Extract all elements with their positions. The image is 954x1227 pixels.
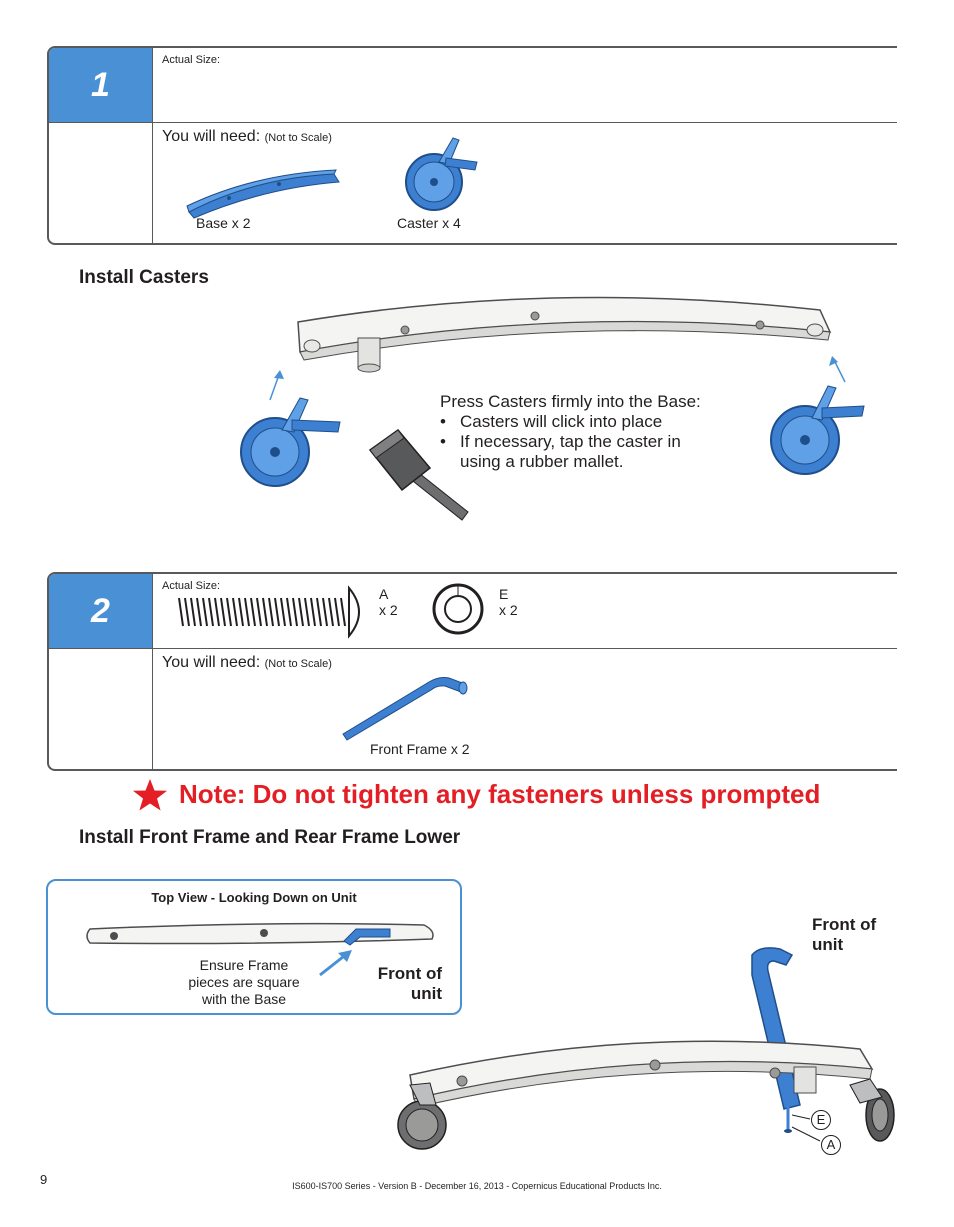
step-number: 2 bbox=[49, 574, 152, 648]
ensure-square-text: Ensure Frame pieces are square with the … bbox=[188, 957, 300, 1007]
caster-part-icon bbox=[405, 137, 478, 211]
bolt-a-icon bbox=[178, 585, 360, 639]
step-1-panel: 1 Actual Size: You will need: (Not to Sc… bbox=[47, 46, 897, 245]
top-view-inset: Top View - Looking Down on Unit Ensure F… bbox=[46, 879, 462, 1015]
callout-e: E bbox=[811, 1110, 831, 1130]
front-frame-part-icon bbox=[342, 677, 468, 741]
star-icon bbox=[133, 779, 167, 811]
section-heading-install-front-frame: Install Front Frame and Rear Frame Lower bbox=[79, 827, 461, 848]
section-heading-install-casters: Install Casters bbox=[79, 267, 209, 288]
front-of-unit-inset-label: Front of unit bbox=[377, 964, 442, 1003]
front-frame-assembly-illustration bbox=[397, 947, 895, 1150]
top-view-base-illustration bbox=[86, 922, 434, 946]
caster-installation-illustration bbox=[240, 296, 865, 521]
actual-size-label: Actual Size: bbox=[162, 54, 221, 66]
page-number: 9 bbox=[40, 1172, 48, 1187]
step-number: 1 bbox=[49, 48, 152, 122]
you-will-need-label: You will need: (Not to Scale) bbox=[162, 654, 332, 671]
footer-text: IS600-IS700 Series - Version B - Decembe… bbox=[292, 1181, 662, 1191]
base-label: Base x 2 bbox=[196, 215, 251, 231]
hardware-e-label: E x 2 bbox=[499, 586, 518, 618]
front-frame-label: Front Frame x 2 bbox=[370, 741, 470, 757]
caster-label: Caster x 4 bbox=[397, 215, 461, 231]
instructions-title: Press Casters firmly into the Base: bbox=[440, 392, 701, 411]
bullet-item: • Casters will click into place bbox=[440, 412, 663, 431]
actual-size-label: Actual Size: bbox=[162, 580, 221, 592]
top-view-title: Top View - Looking Down on Unit bbox=[151, 890, 357, 905]
callout-a: A bbox=[821, 1135, 841, 1155]
washer-e-icon bbox=[432, 583, 484, 635]
bullet-item: • If necessary, tap the caster in using … bbox=[440, 432, 681, 471]
note-warning-text: Note: Do not tighten any fasteners unles… bbox=[179, 779, 821, 809]
base-part-icon bbox=[186, 169, 340, 219]
front-of-unit-main-label: Front of unit bbox=[812, 915, 877, 954]
you-will-need-label: You will need: (Not to Scale) bbox=[162, 128, 332, 145]
arrow-icon bbox=[319, 950, 352, 977]
casters-instructions: Press Casters firmly into the Base: • Ca… bbox=[440, 392, 740, 472]
step-2-panel: 2 Actual Size: A x 2 E x 2 You will nee bbox=[47, 572, 897, 771]
hardware-a-label: A x 2 bbox=[379, 586, 398, 618]
